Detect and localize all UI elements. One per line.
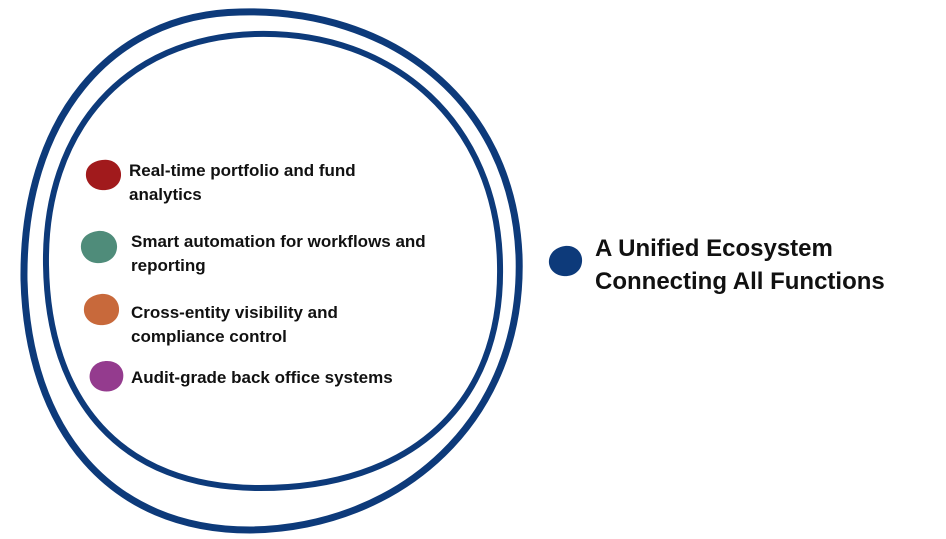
item-2-line1: Cross-entity visibility and (131, 303, 338, 322)
item-1-teal-dot (80, 230, 118, 264)
item-2-line2: compliance control (131, 327, 287, 346)
item-3-line1: Audit-grade back office systems (131, 368, 393, 387)
item-label-portfolio-analytics: Real-time portfolio and fund analytics (129, 159, 429, 207)
title-line1: A Unified Ecosystem (595, 235, 833, 262)
item-0-line1: Real-time portfolio and fund (129, 161, 356, 180)
item-label-smart-automation: Smart automation for workflows and repor… (131, 230, 491, 278)
title-dot (548, 245, 583, 277)
item-0-line2: analytics (129, 185, 202, 204)
item-1-line1: Smart automation for workflows and (131, 232, 426, 251)
title-line2: Connecting All Functions (595, 268, 885, 295)
item-label-cross-entity-visibility: Cross-entity visibility and compliance c… (131, 301, 431, 349)
inner-ring (42, 30, 504, 491)
item-label-audit-grade-systems: Audit-grade back office systems (131, 366, 451, 390)
ecosystem-title: A Unified Ecosystem Connecting All Funct… (595, 232, 935, 298)
item-0-red-dot (85, 159, 122, 191)
outer-ring (20, 8, 523, 534)
item-1-line2: reporting (131, 256, 206, 275)
item-3-purple-dot (89, 361, 124, 392)
item-2-orange-dot (83, 293, 120, 326)
